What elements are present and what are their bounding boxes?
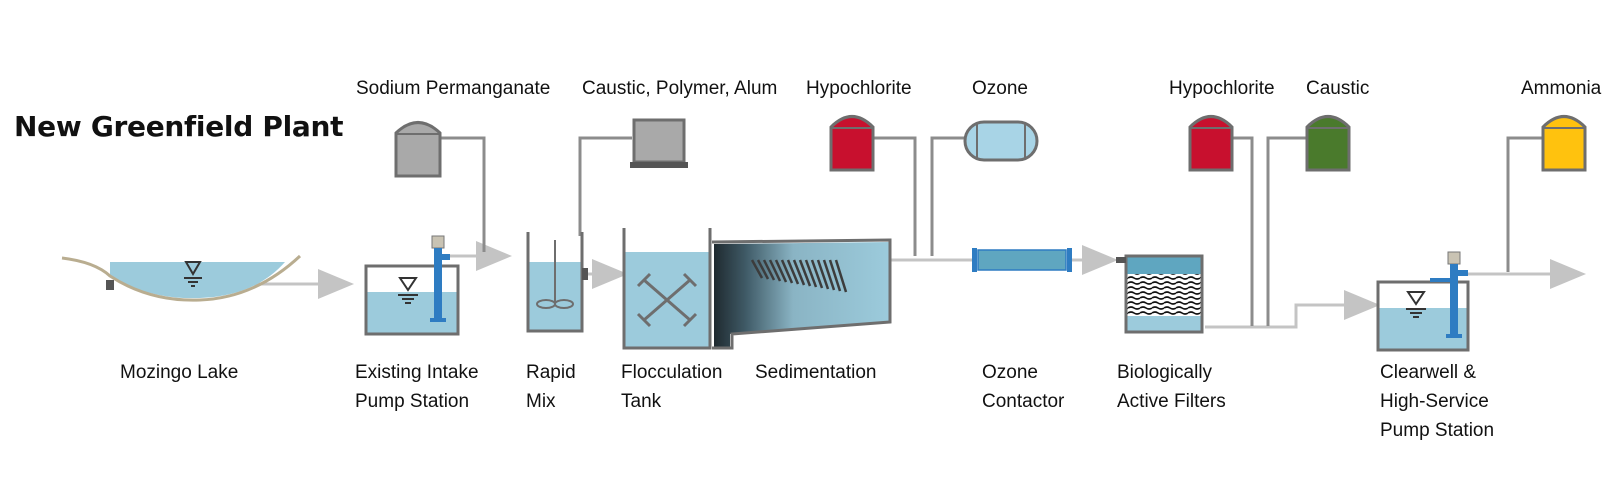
plant-title: New Greenfield Plant	[14, 110, 344, 143]
intake-label: Existing Intake Pump Station	[355, 362, 479, 412]
sodium-permanganate-label: Sodium Permanganate	[356, 78, 551, 99]
caustic-polymer-alum-label: Caustic, Polymer, Alum	[582, 78, 778, 99]
biologically-active-filters	[1116, 254, 1204, 334]
ozone-contactor-label: Ozone Contactor	[982, 362, 1065, 412]
settling-plates	[750, 259, 848, 293]
caustic-tank	[1305, 115, 1351, 172]
pump-icon	[1430, 251, 1468, 338]
chemical-feed-pipes	[440, 136, 1543, 326]
ozone-label: Ozone	[972, 78, 1028, 99]
flocculation-label: Flocculation Tank	[621, 362, 723, 412]
water-level-icon	[184, 261, 202, 287]
water-level-icon	[398, 277, 418, 304]
caustic-polymer-alum-tank	[630, 118, 688, 168]
intake-pump-station	[364, 235, 460, 336]
mozingo-lake-label: Mozingo Lake	[120, 362, 239, 383]
rapid-mix-tank	[526, 232, 588, 333]
filters-label: Biologically Active Filters	[1117, 362, 1226, 412]
clearwell-label: Clearwell & High-Service Pump Station	[1380, 362, 1495, 441]
ozone-contactor	[972, 248, 1072, 272]
water-level-icon	[1406, 291, 1426, 318]
hypochlorite-label-2: Hypochlorite	[1169, 78, 1275, 99]
mozingo-lake	[61, 254, 302, 302]
clearwell-pump-station	[1376, 251, 1470, 352]
rapid-mix-label: Rapid Mix	[526, 362, 576, 412]
feed-ozone	[930, 136, 965, 256]
feed-caustic-polymer-alum	[578, 136, 632, 236]
feed-hypochlorite-2	[1232, 136, 1254, 326]
feed-ammonia	[1506, 136, 1543, 272]
hypochlorite-tank-2	[1188, 115, 1234, 172]
ammonia-tank	[1541, 115, 1587, 172]
caustic-label: Caustic	[1306, 78, 1370, 99]
feed-hypochlorite-1	[872, 136, 917, 256]
sodium-permanganate-tank	[394, 121, 442, 178]
sedimentation-label: Sedimentation	[755, 362, 877, 383]
feed-caustic	[1266, 136, 1307, 326]
pump-icon	[430, 235, 450, 322]
hypochlorite-tank-1	[829, 115, 875, 172]
ozone-tank	[963, 120, 1039, 162]
feed-sodium-permanganate	[440, 136, 486, 252]
paddle-icon	[636, 272, 698, 328]
sedimentation-basin	[711, 238, 892, 350]
ammonia-label: Ammonia	[1521, 78, 1602, 99]
hypochlorite-label-1: Hypochlorite	[806, 78, 912, 99]
flow-filters-to-clearwell	[1205, 290, 1380, 329]
flocculation-tank	[622, 228, 712, 350]
